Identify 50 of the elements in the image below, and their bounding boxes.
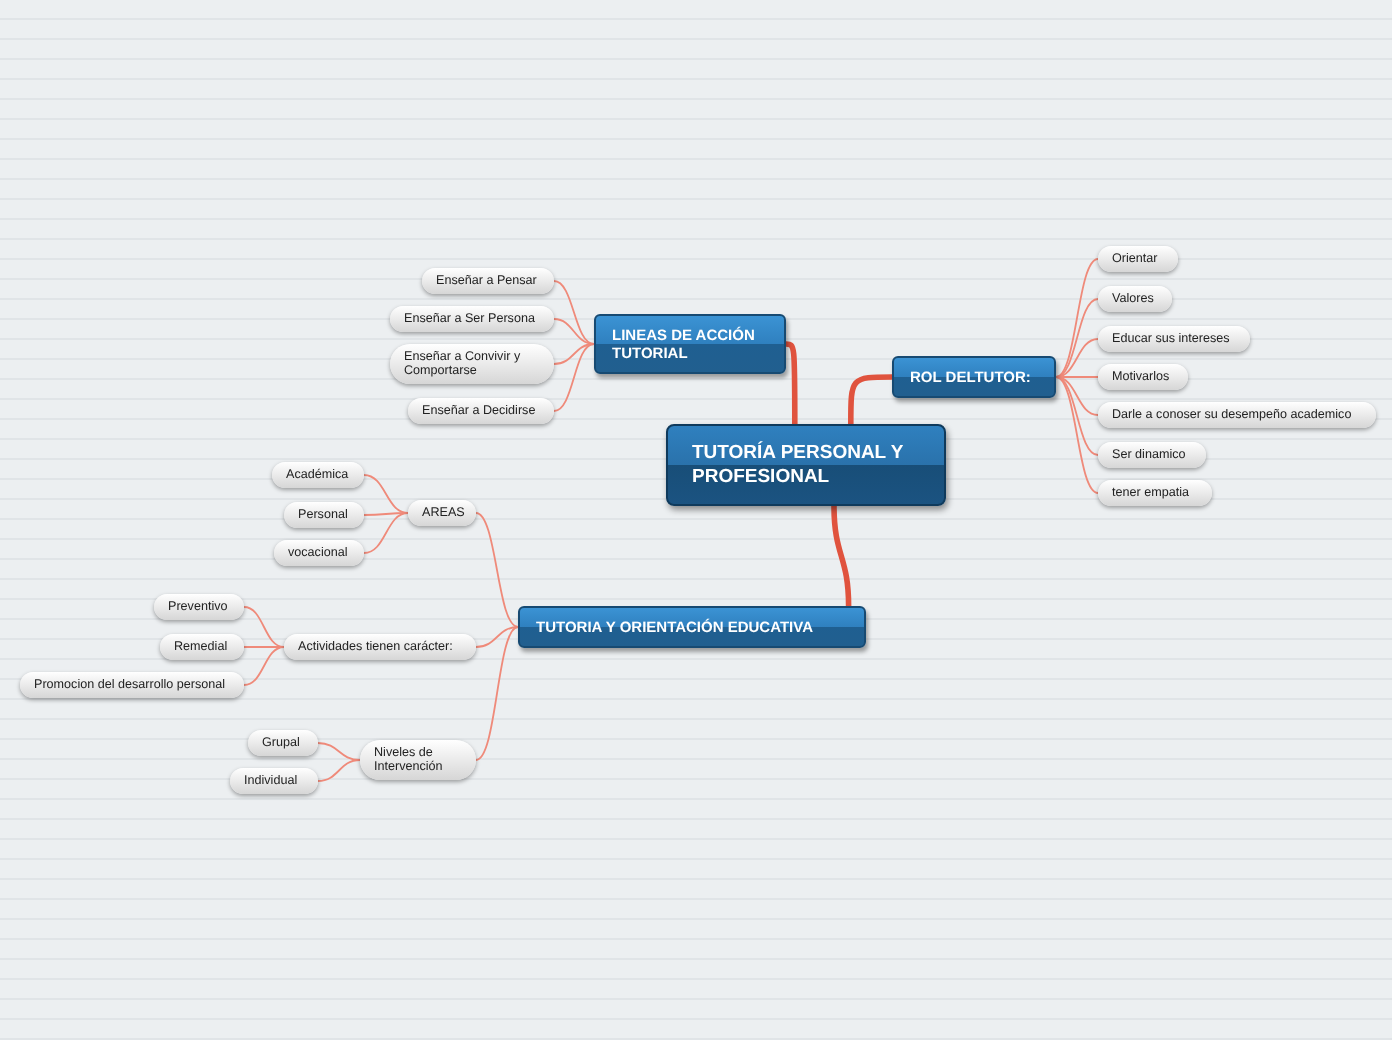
subtopic-pill bbox=[20, 672, 244, 698]
connector-line bbox=[475, 626, 519, 648]
connector-line bbox=[553, 343, 595, 365]
connector-line bbox=[243, 606, 285, 648]
connector-line bbox=[831, 505, 852, 607]
connector-line bbox=[1055, 298, 1099, 378]
connector-line bbox=[243, 646, 285, 648]
connector-line bbox=[1055, 338, 1099, 378]
subtopic-pill bbox=[284, 634, 476, 660]
connector-line bbox=[363, 512, 409, 516]
subtopic-pill bbox=[1098, 480, 1212, 506]
subtopic-pill bbox=[422, 268, 554, 294]
subtopic-pill bbox=[1098, 364, 1188, 390]
subtopic-pill bbox=[1098, 246, 1178, 272]
subtopic-pill bbox=[274, 540, 364, 566]
connector-line bbox=[243, 646, 285, 686]
subtopic-pill bbox=[272, 462, 364, 488]
subtopic-pill bbox=[360, 740, 476, 780]
subtopic-pill bbox=[1098, 402, 1376, 428]
subtopic-pill bbox=[230, 768, 318, 794]
subtopic-pill bbox=[248, 730, 318, 756]
topic-box bbox=[594, 314, 786, 374]
connector-line bbox=[1055, 376, 1099, 456]
subtopic-pill bbox=[154, 594, 244, 620]
subtopic-pill bbox=[1098, 442, 1206, 468]
subtopic-pill bbox=[390, 306, 554, 332]
subtopic-pill bbox=[1098, 326, 1250, 352]
subtopic-pill bbox=[1098, 286, 1172, 312]
connector-line bbox=[553, 318, 595, 345]
subtopic-pill bbox=[408, 398, 554, 424]
connector-line bbox=[363, 512, 409, 554]
connector-line bbox=[1055, 376, 1099, 416]
connector-line bbox=[1055, 376, 1099, 378]
central-topic-box bbox=[666, 424, 946, 506]
subtopic-pill bbox=[284, 502, 364, 528]
connector-line bbox=[553, 343, 595, 412]
connector-line bbox=[553, 280, 595, 345]
connector-line bbox=[317, 742, 361, 761]
connector-line bbox=[363, 474, 409, 514]
subtopic-pill bbox=[408, 500, 476, 526]
connector-line bbox=[475, 626, 519, 761]
node-label: TUTORÍA PERSONAL Y PROFESIONAL bbox=[692, 441, 906, 489]
connector-line bbox=[475, 512, 519, 628]
topic-box bbox=[518, 606, 866, 648]
connector-line bbox=[317, 759, 361, 782]
topic-box bbox=[892, 356, 1056, 398]
subtopic-pill bbox=[390, 344, 554, 384]
connector-line bbox=[1055, 376, 1099, 494]
subtopic-pill bbox=[160, 634, 244, 660]
connector-line bbox=[1055, 258, 1099, 378]
